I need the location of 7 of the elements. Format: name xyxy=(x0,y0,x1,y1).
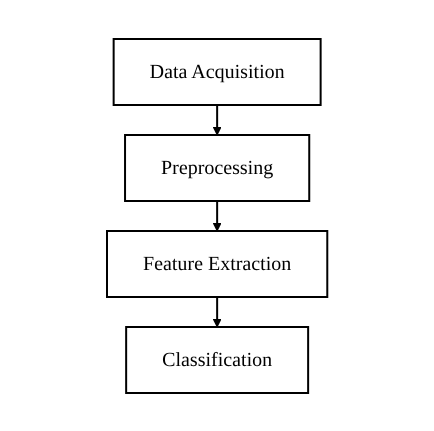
arrow xyxy=(212,200,222,231)
process-box: Classification xyxy=(125,326,309,394)
process-box: Feature Extraction xyxy=(106,230,328,298)
arrow xyxy=(212,104,222,135)
arrow xyxy=(212,296,222,327)
process-box: Preprocessing xyxy=(124,134,310,202)
process-box: Data Acquisition xyxy=(112,38,322,106)
